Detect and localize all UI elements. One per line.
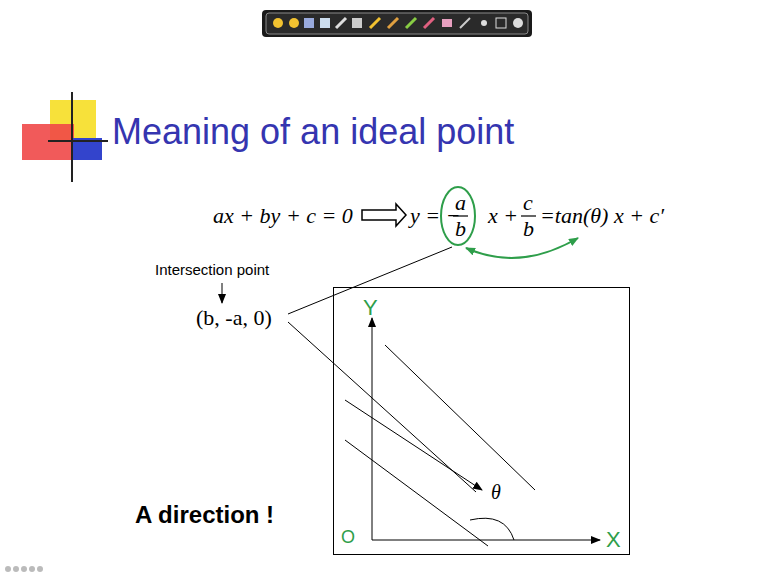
implies-arrow (362, 204, 406, 226)
fraction-numerator: c (523, 191, 533, 215)
angle-label: θ (491, 481, 501, 503)
homogeneous-point: (b, -a, 0) (196, 306, 272, 330)
equation-part: =tan(θ) x + c′ (540, 204, 664, 228)
axis-label: X (606, 528, 621, 552)
plot-frame: Y X Oθ (333, 287, 630, 555)
fraction-numerator: a (455, 191, 466, 215)
equation-part: y = − (410, 204, 460, 228)
slide-nav-icons (5, 566, 43, 572)
fraction-denominator: b (523, 217, 534, 241)
leader-line (288, 322, 476, 492)
correspondence-arrow (466, 238, 578, 258)
axis-label: Y (363, 296, 378, 320)
line-equation: ax + by + c = 0 (213, 204, 353, 228)
parallel-line (345, 400, 482, 490)
toolbar (262, 10, 532, 37)
parallel-line (385, 345, 535, 490)
slide-title: Meaning of an ideal point (112, 112, 514, 152)
conclusion-text: A direction ! (135, 502, 274, 528)
pointer-arrow (222, 283, 223, 303)
equation-part: x + (488, 204, 518, 228)
y-axis (372, 318, 373, 540)
origin-label: O (341, 528, 355, 548)
parallel-line (345, 440, 488, 546)
x-axis (372, 540, 600, 541)
fraction-denominator: b (455, 217, 466, 241)
angle-arc (470, 518, 514, 540)
annotation-text: Intersection point (155, 262, 269, 279)
title-decoration (22, 92, 108, 182)
